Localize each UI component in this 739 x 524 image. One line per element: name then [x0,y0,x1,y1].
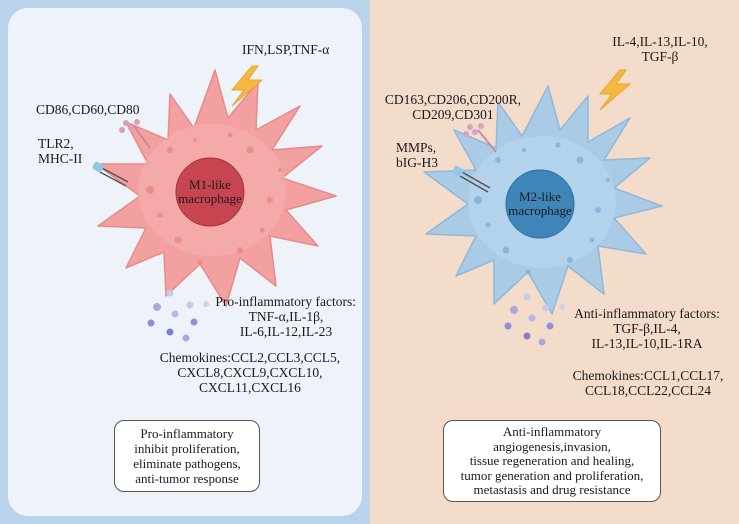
m1-tlr2-receptor-icon [92,161,129,187]
m2-chemokines-label: Chemokines:CCL1,CCL17, CCL18,CCL22,CCL24 [568,368,728,398]
m2-function-line-4: tumor generation and proliferation, [460,467,644,483]
m1-stimulus-label: IFN,LSP,TNF-α [242,42,330,57]
m1-chemokines-line-3: CXCL11,CXCL16 [199,380,301,395]
m1-lightning-bolt-icon [230,65,264,107]
m1-cell-label-line-1: M1-like [189,177,231,192]
m1-receptor-label-2: MHC-II [38,151,83,166]
m2-marker-line-2: CD209,CD301 [412,107,494,122]
m2-function-line-3: tissue regeneration and healing, [469,453,635,468]
m1-chemokines-line-2: CXCL8,CXCL9,CXCL10, [177,365,323,380]
m2-cell-label-line-2: macrophage [508,203,572,218]
m2-mmp-receptor-icon [452,165,491,193]
m1-cd-marker-receptor-icon [119,119,151,149]
m2-factors-line-2: IL-13,IL-10,IL-1RA [591,336,703,351]
m2-function-line-5: metastasis and drug resistance [473,482,631,497]
m2-nucleus [506,170,574,238]
m2-factors-line-1: TGF-β,IL-4, [613,321,681,336]
m1-chemokines-line-1: Chemokines:CCL2,CCL3,CCL5, [159,350,341,365]
m1-function-line-3: eliminate pathogens, [133,456,241,471]
m2-stimulus-label: IL-4,IL-13,IL-10, TGF-β [600,34,720,64]
m2-organelle-dots [474,142,610,275]
m1-marker-label: CD86,CD60,CD80 [36,102,140,117]
m2-function-line-2: angiogenesis,invasion, [493,438,611,454]
m1-macrophage-cell [95,69,337,307]
m1-receptor-label-1: TLR2, [38,136,74,151]
m2-macrophage-cell [423,85,663,315]
m2-factors-label: Anti-inflammatory factors: TGF-β,IL-4, I… [562,306,732,351]
m1-organelle-dots [146,132,282,265]
m1-cell-label: M1-like macrophage [170,178,250,206]
m2-cell-label-line-1: M2-like [519,189,561,204]
m1-function-line-2: inhibit proliferation, [134,441,240,456]
m1-factors-heading: Pro-inflammatory factors: [215,294,356,309]
m2-marker-line-1: CD163,CD206,CD200R, [384,92,522,107]
m2-receptor-label-1: MMPs, [396,140,437,155]
m1-cell-label-line-2: macrophage [178,191,242,206]
m2-factors-heading: Anti-inflammatory factors: [574,306,720,321]
m2-lightning-bolt-icon [598,69,632,111]
m1-factors-line-2: IL-6,IL-12,IL-23 [239,324,333,339]
m1-function-box: Pro-inflammatory inhibit proliferation, … [114,420,260,492]
m1-function-line-4: anti-tumor response [135,471,239,486]
m2-receptor-label-2: bIG-H3 [396,155,438,170]
m2-chemokines-line-2: CCL18,CCL22,CCL24 [584,383,711,398]
m1-function-line-1: Pro-inflammatory [140,426,234,441]
m2-stimulus-line-2: TGF-β [641,49,679,64]
m2-cd-marker-receptor-icon [463,123,497,153]
m1-nucleus [176,158,244,226]
m1-vesicle-dots-icon [147,289,209,342]
m2-cell-label: M2-like macrophage [500,190,580,218]
m1-factors-line-1: TNF-α,IL-1β, [248,309,324,324]
m2-vesicle-dots-icon [504,293,565,346]
m2-function-line-1: Anti-inflammatory [502,424,602,439]
m2-stimulus-line-1: IL-4,IL-13,IL-10, [612,34,708,49]
m2-chemokines-line-1: Chemokines:CCL1,CCL17, [572,368,724,383]
m1-factors-label: Pro-inflammatory factors: TNF-α,IL-1β, I… [196,294,356,339]
m2-marker-label: CD163,CD206,CD200R, CD209,CD301 [378,92,528,122]
m1-chemokines-label: Chemokines:CCL2,CCL3,CCL5, CXCL8,CXCL9,C… [150,350,350,395]
m2-function-box: Anti-inflammatory angiogenesis,invasion,… [443,420,661,502]
